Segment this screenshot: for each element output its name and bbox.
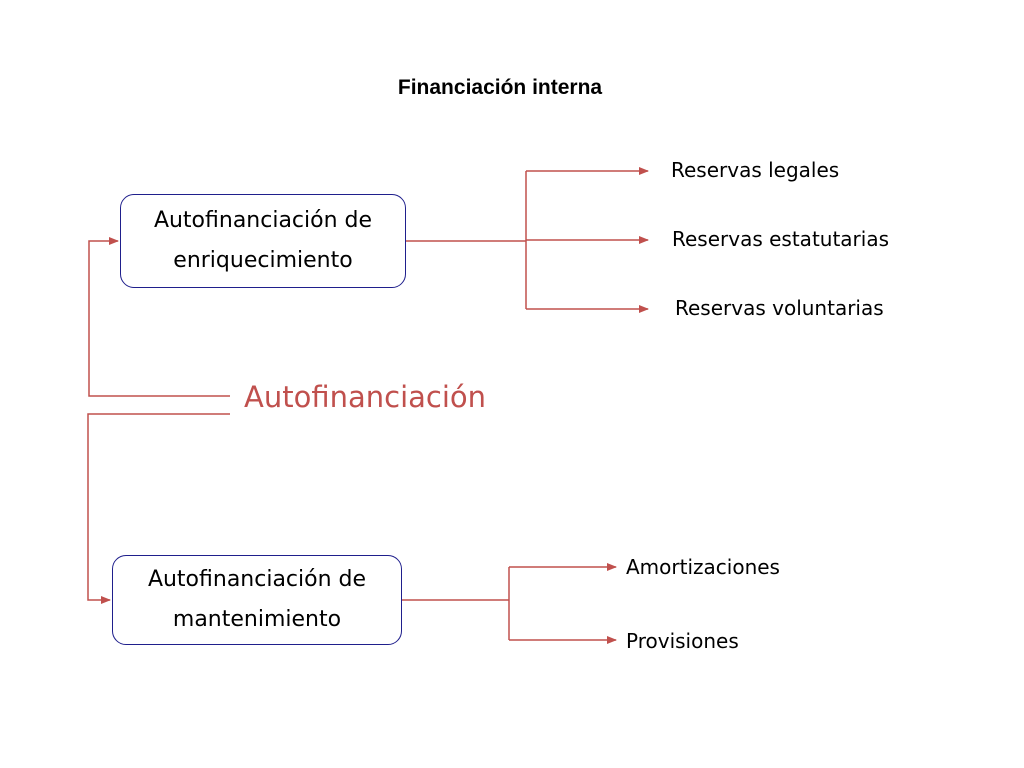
center-label-autofinanciacion: Autofinanciación bbox=[244, 380, 487, 414]
page-title: Financiación interna bbox=[397, 76, 603, 99]
leaf-reservas-voluntarias: Reservas voluntarias bbox=[675, 296, 884, 320]
box-mantenimiento: Autofinanciación de mantenimiento bbox=[112, 555, 402, 645]
box-mantenimiento-line2: mantenimiento bbox=[172, 607, 342, 632]
leaf-reservas-legales: Reservas legales bbox=[671, 158, 840, 182]
leaf-provisiones: Provisiones bbox=[626, 629, 739, 653]
leaf-amortizaciones: Amortizaciones bbox=[626, 555, 780, 579]
box-enriquecimiento-line1: Autofinanciación de bbox=[153, 208, 373, 233]
box-mantenimiento-line1: Autofinanciación de bbox=[147, 567, 367, 592]
box-enriquecimiento: Autofinanciación de enriquecimiento bbox=[120, 194, 406, 288]
connector-center-to-top-box bbox=[88, 237, 230, 397]
leaf-reservas-estatutarias: Reservas estatutarias bbox=[672, 227, 890, 251]
connector-center-to-bottom-box bbox=[87, 413, 230, 604]
box-enriquecimiento-line2: enriquecimiento bbox=[173, 248, 353, 273]
